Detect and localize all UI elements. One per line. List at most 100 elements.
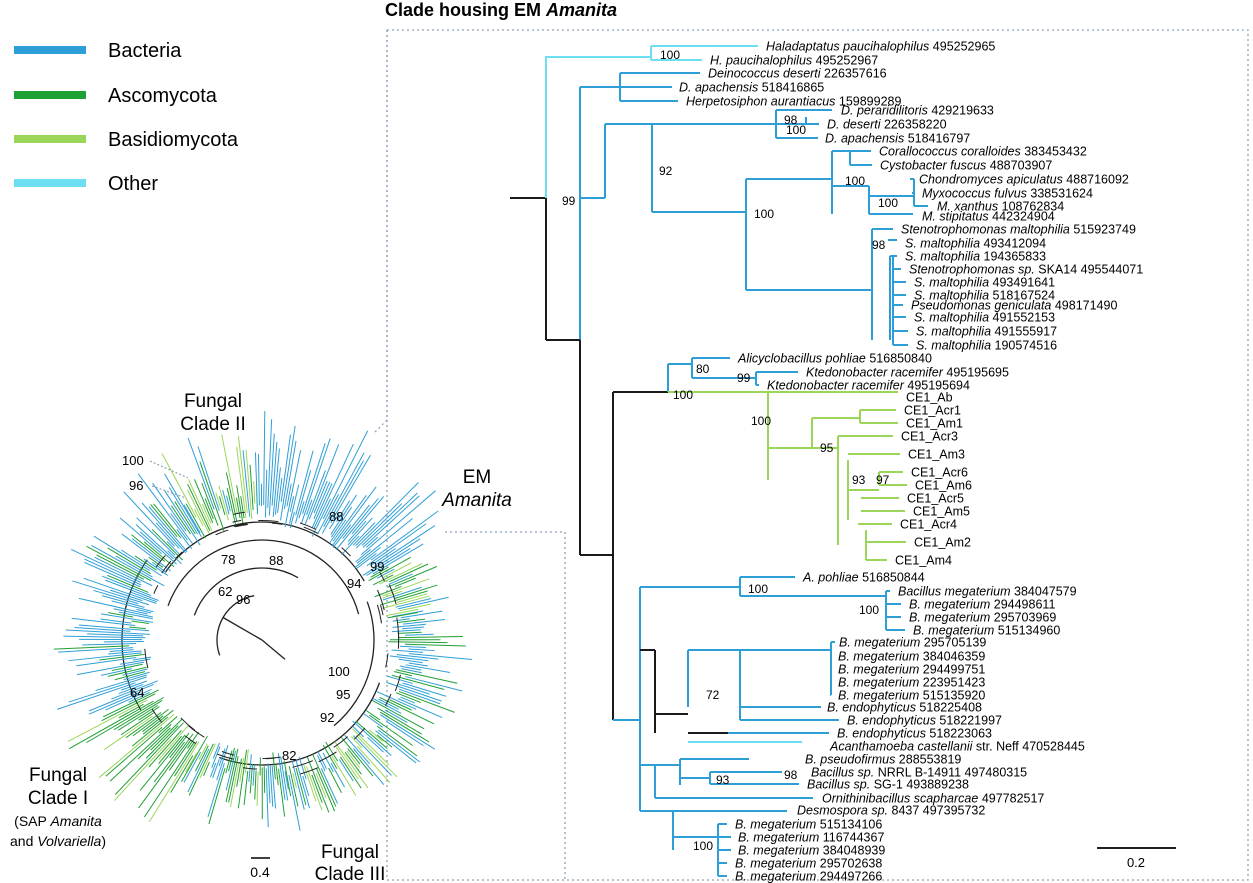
circle-branch bbox=[118, 704, 159, 731]
fungal-clade-ii-label-2: Clade II bbox=[180, 414, 245, 435]
circle-branch bbox=[306, 766, 323, 811]
circle-branch bbox=[108, 650, 142, 655]
support-value: 95 bbox=[820, 441, 834, 455]
taxon-label: Haladaptatus paucihalophilus 495252965 bbox=[766, 40, 995, 54]
circle-branch bbox=[221, 434, 238, 515]
circle-branch bbox=[356, 518, 413, 564]
circle-branch bbox=[72, 580, 150, 606]
fungal-clade-i-label-2: Clade I bbox=[28, 788, 88, 809]
legend: Bacteria Ascomycota Basidiomycota Other bbox=[14, 40, 239, 195]
circle-branch bbox=[386, 721, 424, 747]
support-value: 100 bbox=[751, 414, 771, 428]
circle-branch bbox=[360, 490, 436, 556]
circle-branch bbox=[198, 743, 208, 760]
support-value: 97 bbox=[876, 473, 890, 487]
circle-branch bbox=[352, 725, 365, 738]
circle-branch bbox=[134, 555, 157, 571]
circle-branch bbox=[121, 549, 162, 577]
taxon-label: B. megaterium 294497266 bbox=[735, 870, 882, 883]
circle-branch bbox=[330, 454, 371, 524]
circle-branch bbox=[405, 633, 434, 636]
circle-branch bbox=[372, 543, 424, 575]
circle-branch bbox=[333, 736, 349, 748]
circle-branch bbox=[78, 597, 148, 615]
circle-branch bbox=[353, 748, 385, 785]
circle-branch bbox=[164, 473, 202, 537]
circle-support: 96 bbox=[236, 592, 250, 607]
taxon-label: Herpetosiphon aurantiacus 159899289 bbox=[686, 95, 901, 109]
circle-branch bbox=[185, 752, 198, 773]
support-value: 98 bbox=[872, 238, 886, 252]
circle-branch bbox=[268, 433, 275, 516]
circle-branch bbox=[267, 763, 271, 804]
circle-branch bbox=[226, 495, 231, 512]
circle-branch bbox=[187, 748, 210, 793]
circle-branch bbox=[225, 750, 237, 791]
circle-branch bbox=[298, 501, 305, 519]
circle-branch bbox=[370, 510, 439, 561]
circle-branch bbox=[264, 469, 268, 518]
taxon-label: B. megaterium 294498611 bbox=[909, 598, 1055, 612]
circle-branch bbox=[168, 487, 199, 535]
fungal-clade-ii-label: Fungal bbox=[184, 391, 242, 412]
circle-branch bbox=[218, 748, 226, 767]
circle-branch bbox=[167, 539, 360, 615]
support-value: 100 bbox=[660, 48, 680, 62]
circle-branch bbox=[330, 506, 353, 538]
circle-branch bbox=[388, 563, 429, 583]
circle-branch bbox=[194, 745, 209, 772]
circle-branch bbox=[338, 759, 354, 782]
figure-title: Clade housing EM Amanita bbox=[385, 0, 617, 20]
em-amanita-label: EM bbox=[463, 467, 492, 488]
circle-branch bbox=[402, 682, 447, 697]
circle-branch bbox=[125, 712, 162, 739]
taxon-label: Ktedonobacter racemifer 495195694 bbox=[767, 379, 970, 393]
circle-branch bbox=[150, 718, 183, 751]
taxon-label: S. maltophilia 493491641 bbox=[914, 276, 1055, 290]
circle-branch bbox=[76, 661, 145, 676]
circle-branch bbox=[339, 756, 362, 789]
zoom-frame bbox=[386, 29, 1249, 881]
circle-branch bbox=[313, 480, 328, 514]
circle-branch bbox=[394, 577, 416, 588]
circle-branch bbox=[164, 490, 201, 546]
circle-branch bbox=[362, 495, 420, 548]
circle-branch bbox=[389, 655, 429, 662]
circle-branch bbox=[313, 481, 331, 520]
circle-branch bbox=[394, 584, 438, 599]
circle-branch bbox=[254, 452, 259, 515]
circle-branch bbox=[139, 734, 186, 791]
circle-branch bbox=[237, 436, 248, 513]
taxon-label: CE1_Acr3 bbox=[901, 430, 958, 444]
circle-branch bbox=[356, 745, 391, 783]
circle-branch bbox=[96, 554, 145, 580]
taxon-label: D. peraridilitoris 429219633 bbox=[841, 104, 994, 118]
circle-branch bbox=[333, 601, 375, 727]
circle-branch bbox=[265, 768, 269, 828]
circle-branch bbox=[93, 589, 139, 605]
taxon-label: S. maltophilia 190574516 bbox=[916, 339, 1057, 353]
taxon-label: Acanthamoeba castellanii str. Neff 47052… bbox=[829, 740, 1085, 754]
circle-branch bbox=[218, 485, 230, 521]
circle-branch bbox=[256, 771, 259, 806]
circle-branch bbox=[252, 764, 255, 786]
circle-branch bbox=[137, 473, 188, 541]
circle-branch bbox=[88, 683, 154, 712]
circle-branch bbox=[225, 748, 239, 803]
circle-branch bbox=[398, 658, 423, 664]
rectangular-tree bbox=[510, 45, 928, 877]
circle-branch bbox=[311, 483, 333, 528]
circle-branch bbox=[86, 545, 152, 582]
circle-branch bbox=[111, 663, 143, 672]
circle-branch bbox=[107, 547, 151, 575]
circle-branch bbox=[63, 635, 146, 639]
circle-branch bbox=[187, 437, 215, 510]
legend-swatch-ascomycota bbox=[14, 91, 86, 99]
circle-branch bbox=[136, 608, 152, 614]
circle-branch bbox=[308, 444, 340, 520]
circle-support: 95 bbox=[336, 687, 350, 702]
support-value: 98 bbox=[784, 768, 798, 782]
taxon-label: B. endophyticus 518221997 bbox=[847, 714, 1002, 728]
circle-branch bbox=[100, 613, 153, 623]
circle-branch bbox=[148, 556, 164, 568]
